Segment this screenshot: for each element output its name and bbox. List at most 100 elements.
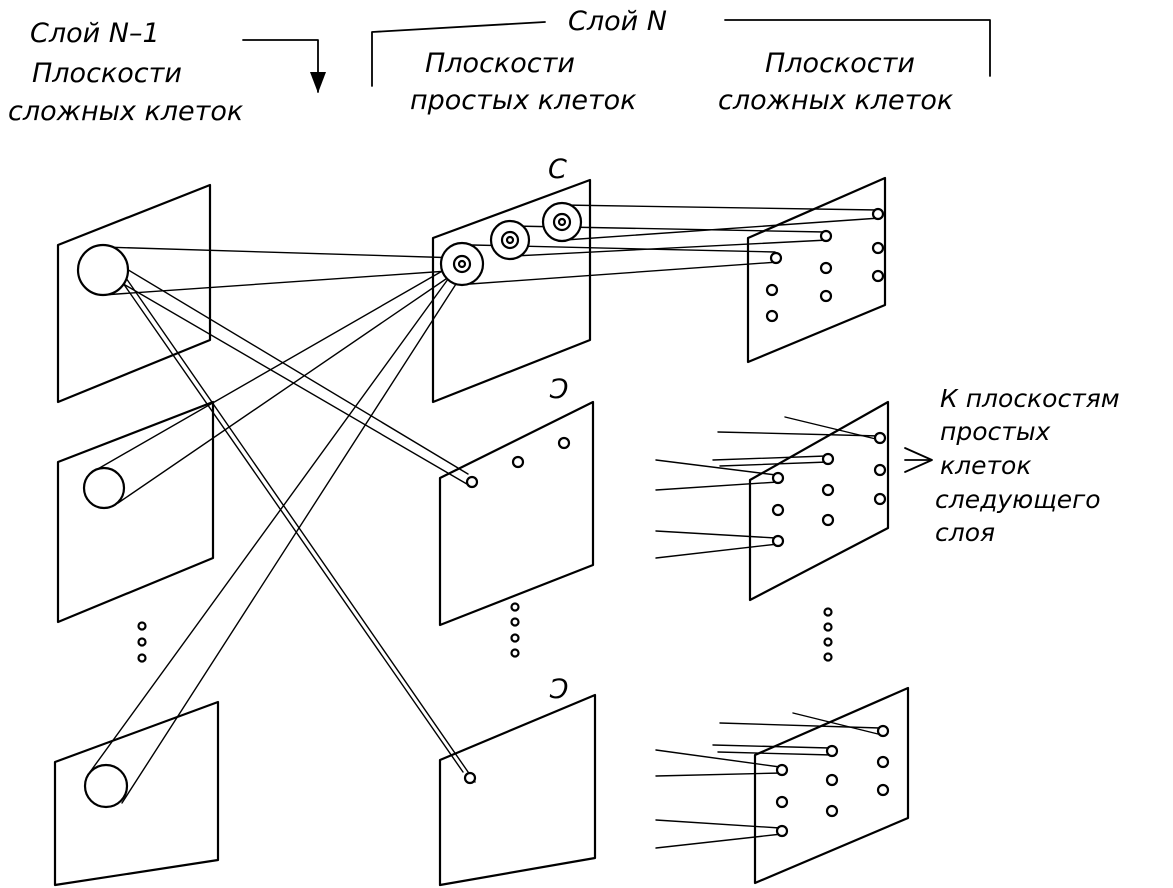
output-note-line5: слоя xyxy=(935,518,995,547)
output-arrow-chevron xyxy=(904,447,933,473)
simple-cell xyxy=(505,235,515,245)
ellipsis-dot xyxy=(823,607,833,617)
connection-line xyxy=(712,744,831,749)
layer-prev-sub1: Плоскости xyxy=(32,58,182,89)
output-note-line1: К плоскостям xyxy=(940,384,1120,413)
ellipsis-dot xyxy=(510,633,520,643)
prev-plane-2 xyxy=(56,400,215,624)
layer-n-bracket-left xyxy=(371,21,546,87)
ellipsis-dot xyxy=(823,652,833,662)
connection-line xyxy=(717,431,881,437)
complex-ellipsis xyxy=(823,607,833,662)
connection-line xyxy=(94,249,469,475)
connection-line xyxy=(655,833,783,849)
connection-line xyxy=(717,751,833,756)
connection-line xyxy=(792,712,883,736)
connection-line xyxy=(655,819,781,829)
connection-line xyxy=(95,261,459,471)
complex-plane-1 xyxy=(746,176,887,364)
connection-line xyxy=(655,543,779,559)
complex-cell xyxy=(873,463,887,477)
complex-cell xyxy=(825,804,839,818)
connection-line xyxy=(655,530,777,539)
connection-line xyxy=(102,246,461,259)
complex-cell xyxy=(819,261,833,275)
simple-planes-sub2: простых клеток xyxy=(410,85,637,116)
connection-line xyxy=(784,416,881,441)
header-labels: Слой N–1 Плоскости сложных клеток Слой N… xyxy=(8,6,954,127)
ellipsis-dot xyxy=(137,653,147,663)
layer-prev-arrowhead xyxy=(310,72,326,93)
connection-line xyxy=(99,249,464,773)
simple-cells-plane-c xyxy=(439,201,583,287)
connection-line xyxy=(469,261,779,285)
connection-line xyxy=(561,204,879,211)
simple-plane-3 xyxy=(438,693,597,887)
connection-line xyxy=(719,722,881,729)
connection-line xyxy=(121,269,466,804)
simple-cell xyxy=(457,259,467,269)
simple-planes-sub1: Плоскости xyxy=(425,48,575,79)
complex-cells xyxy=(765,207,890,838)
output-arrow xyxy=(904,447,933,473)
connection-line xyxy=(655,459,777,476)
connection-line xyxy=(655,749,781,768)
simple-cell xyxy=(463,771,477,785)
complex-cell xyxy=(871,207,885,221)
ellipsis-dot xyxy=(510,617,520,627)
simple-cell xyxy=(465,475,479,489)
complex-cell xyxy=(765,309,779,323)
complex-planes-sub1: Плоскости xyxy=(765,48,915,79)
complex-cell xyxy=(775,763,789,777)
complex-cell xyxy=(765,283,779,297)
layer-n-bracket-right xyxy=(724,19,991,77)
complex-cell xyxy=(876,724,890,738)
complex-cell xyxy=(771,471,785,485)
connection-line xyxy=(119,281,473,488)
simple-cell xyxy=(557,217,567,227)
output-note: К плоскостям простых клеток следующего с… xyxy=(935,384,1120,547)
simple-cell xyxy=(557,436,571,450)
complex-cell xyxy=(771,503,785,517)
connection-line xyxy=(712,455,827,461)
ellipsis-dot xyxy=(823,637,833,647)
simple-plane-2 xyxy=(438,400,595,627)
receptive-field-circle xyxy=(76,243,130,297)
ellipsis-dot xyxy=(510,602,520,612)
receptive-circles xyxy=(76,243,130,809)
ellipsis-dot xyxy=(137,621,147,631)
connection-lines xyxy=(89,204,883,849)
connection-line xyxy=(655,481,779,491)
complex-cell xyxy=(821,483,835,497)
output-note-line2: простых xyxy=(940,417,1051,446)
simple-cell xyxy=(511,455,525,469)
complex-cell xyxy=(871,269,885,283)
layer-prev-title: Слой N–1 xyxy=(30,18,160,49)
complex-cell xyxy=(871,241,885,255)
connection-line xyxy=(513,239,829,257)
complex-cell xyxy=(821,513,835,527)
complex-cell xyxy=(775,795,789,809)
complex-cell xyxy=(769,251,783,265)
complex-cell xyxy=(873,431,887,445)
connection-line xyxy=(117,267,463,504)
connection-line xyxy=(655,772,783,777)
complex-cell xyxy=(819,289,833,303)
complex-cell xyxy=(819,229,833,243)
connection-line xyxy=(89,263,460,773)
plane-label-top: С xyxy=(548,154,567,185)
simple-ellipsis xyxy=(510,602,520,658)
complex-planes-sub2: сложных клеток xyxy=(718,85,954,116)
complex-cell xyxy=(876,755,890,769)
layer-n-title: Слой N xyxy=(568,6,667,37)
plane-label-middle: Ɔ xyxy=(548,374,568,405)
output-note-line3: клеток xyxy=(940,451,1031,480)
ellipsis-dot xyxy=(137,637,147,647)
complex-cell xyxy=(771,534,785,548)
prev-plane-3 xyxy=(53,700,220,887)
complex-cell xyxy=(876,783,890,797)
simple-cells-other xyxy=(463,436,571,785)
receptive-field-circle xyxy=(82,466,126,510)
connection-line xyxy=(125,277,476,783)
